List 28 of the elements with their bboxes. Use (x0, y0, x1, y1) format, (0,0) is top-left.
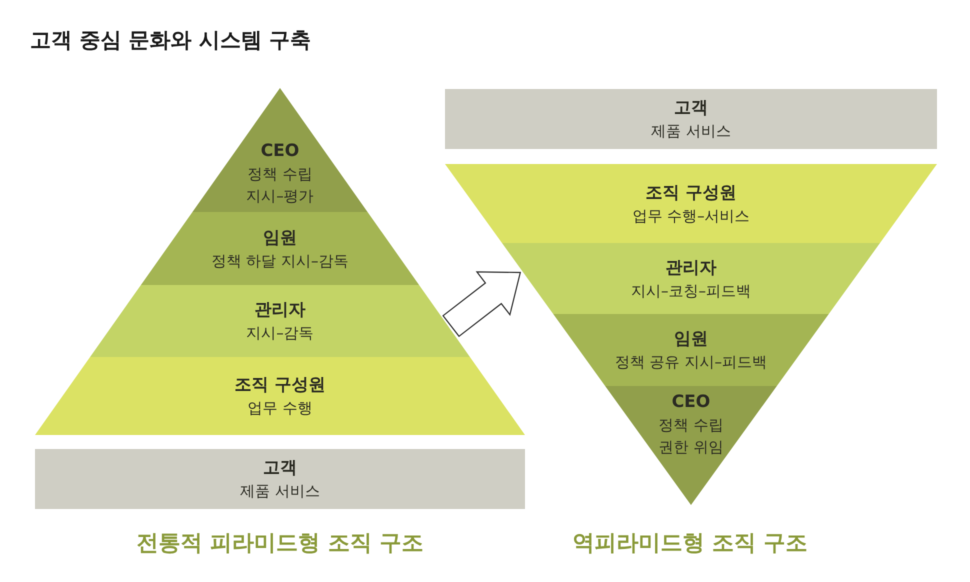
diagram-title: 고객 중심 문화와 시스템 구축 (30, 27, 312, 54)
tier-description: 정책 수립 (248, 164, 312, 185)
tier-title: CEO (672, 390, 710, 414)
block-arrow (442, 271, 522, 338)
tier-title: 임원 (674, 328, 708, 351)
tier-description: 지시–평가 (246, 186, 314, 207)
tier-description: 업무 수행 (248, 398, 312, 419)
tier-description: 지시–코칭–피드백 (630, 280, 751, 302)
customer-band (35, 449, 525, 509)
tier-title: 관리자 (254, 299, 306, 322)
tier-description: 정책 수립 (658, 414, 724, 436)
tier-title: 고객 (674, 97, 708, 120)
tier-description: 지시–감독 (246, 323, 314, 344)
tier-title: 임원 (262, 226, 297, 250)
tier-title: 고객 (263, 457, 297, 480)
tier-title: 조직 구성원 (234, 374, 326, 397)
tier-title: 관리자 (665, 256, 716, 280)
tier-title: CEO (260, 140, 300, 163)
tier-description: 권한 위임 (658, 436, 724, 458)
tier-description: 제품 서비스 (651, 121, 731, 142)
structure-caption: 역피라미드형 조직 구조 (571, 530, 809, 558)
structure-caption: 전통적 피라미드형 조직 구조 (136, 530, 424, 558)
customer-band (445, 89, 937, 149)
tier-description: 제품 서비스 (240, 481, 320, 502)
tier-description: 정책 하달 지시–감독 (211, 250, 349, 272)
tier-title: 조직 구성원 (646, 182, 736, 204)
tier-description: 정책 공유 지시–피드백 (614, 352, 767, 373)
tier-description: 업무 수행–서비스 (632, 206, 750, 226)
